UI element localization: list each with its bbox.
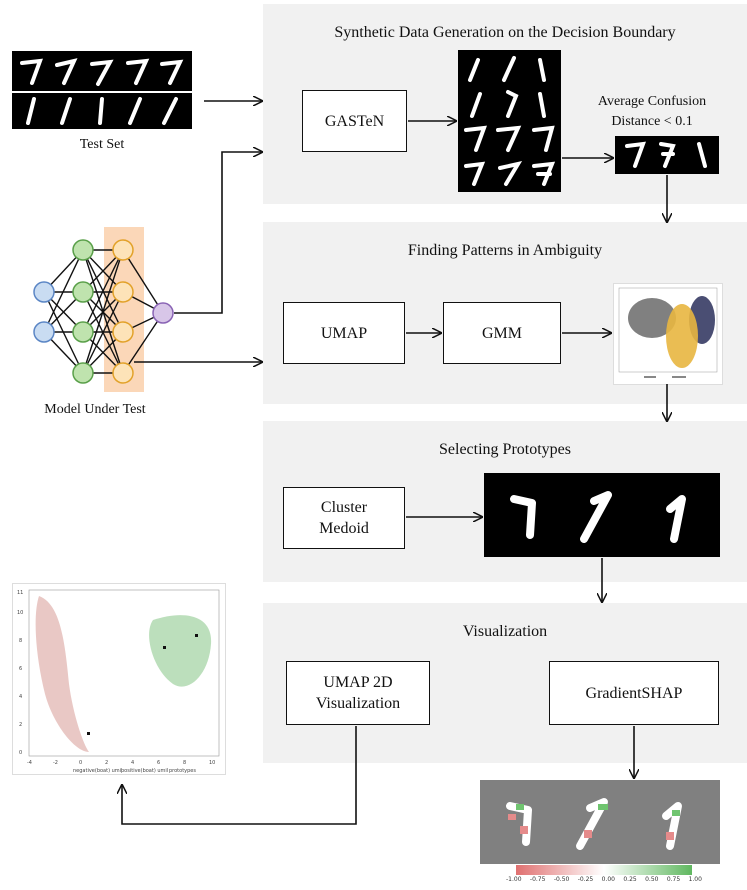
umap-box: UMAP	[283, 302, 405, 364]
gradientshap-label: GradientSHAP	[585, 684, 683, 702]
prototype-marker	[87, 732, 90, 735]
colorbar-tick: 0.75	[666, 876, 681, 883]
colorbar-tick: -1.00	[506, 876, 522, 883]
y-tick: 8	[19, 638, 22, 644]
input-node	[33, 281, 55, 303]
umap-2d-scatter-plot: -4 -2 0 2 4 6 8 10 11 10 8 6 4 2 0 negat…	[17, 589, 220, 774]
generation-title: Synthetic Data Generation on the Decisio…	[334, 24, 676, 41]
y-tick: 2	[19, 722, 22, 728]
gradientshap-box: GradientSHAP	[549, 661, 719, 725]
colorbar-tick: -0.75	[529, 876, 546, 883]
generated-samples-digits	[464, 56, 556, 186]
hidden-node	[72, 321, 94, 343]
gmm-label: GMM	[481, 324, 522, 342]
colorbar-tick: -0.50	[553, 876, 570, 883]
legend-entry: prototypes	[169, 768, 196, 774]
colorbar-tick: 0.50	[645, 876, 659, 883]
umap-2d-line2: Visualization	[315, 695, 401, 712]
colorbar	[516, 865, 692, 875]
umap-2d-line1: UMAP 2D	[323, 674, 393, 691]
hidden-node	[72, 362, 94, 384]
y-tick: 4	[19, 694, 22, 700]
gasten-box: GASTeN	[302, 90, 407, 152]
cluster-scatter-plot	[618, 287, 718, 378]
filtered-samples	[615, 136, 719, 174]
negative-cluster	[35, 596, 89, 752]
hidden-node	[112, 239, 134, 261]
hidden-node	[112, 321, 134, 343]
colorbar-tick: 1.00	[688, 876, 702, 883]
confusion-line2: Distance < 0.1	[611, 114, 693, 129]
gmm-box: GMM	[443, 302, 561, 364]
x-tick: 8	[183, 760, 186, 766]
x-tick: 4	[131, 760, 134, 766]
attribution-digits	[506, 798, 682, 850]
x-tick: 10	[209, 760, 215, 766]
cluster-yellow	[666, 304, 698, 368]
prototype-marker	[163, 646, 166, 649]
hidden-node	[112, 281, 134, 303]
y-tick: 6	[19, 666, 22, 672]
x-tick: -2	[53, 760, 58, 766]
x-tick: 6	[157, 760, 160, 766]
colorbar-tick: 0.00	[601, 876, 615, 883]
hidden-node	[72, 281, 94, 303]
legend-entry: positive(boat) umil	[121, 768, 168, 774]
test-set-label: Test Set	[79, 137, 125, 152]
arrow-model-to-generation	[174, 152, 262, 314]
y-tick: 0	[19, 750, 22, 756]
arrow-umap2d-to-scatter	[122, 726, 357, 825]
positive-cluster	[149, 615, 212, 687]
prototypes-title: Selecting Prototypes	[439, 441, 571, 458]
x-tick: -4	[27, 760, 32, 766]
model-under-test-label: Model Under Test	[44, 402, 146, 417]
colorbar-tick: 0.25	[623, 876, 637, 883]
test-set-row-sevens	[12, 51, 192, 91]
attribution-maps	[480, 780, 720, 864]
legend-entry: negative(boat) umil	[73, 768, 122, 774]
generated-samples-grid	[458, 50, 561, 192]
hidden-node	[112, 362, 134, 384]
y-tick: 11	[17, 590, 23, 596]
input-node	[33, 321, 55, 343]
filtered-samples-digits	[625, 141, 707, 168]
umap-label: UMAP	[320, 324, 368, 342]
cluster-medoid-line2: Medoid	[319, 520, 369, 537]
test-set-row-sevens-digits	[20, 58, 184, 86]
colorbar-tick: -0.25	[577, 876, 594, 883]
colorbar-ticks: -1.00 -0.75 -0.50 -0.25 0.00 0.25 0.50 0…	[506, 876, 702, 886]
test-set-row-ones	[12, 93, 192, 129]
cluster-medoid-box: Cluster Medoid	[283, 487, 405, 549]
hidden-node	[72, 239, 94, 261]
confusion-distance-label: Average Confusion Distance < 0.1	[587, 92, 717, 132]
visualization-title: Visualization	[462, 623, 548, 640]
prototype-digits	[510, 491, 686, 543]
prototype-marker	[195, 634, 198, 637]
cluster-gray	[628, 298, 676, 338]
umap-2d-box: UMAP 2D Visualization	[286, 661, 430, 725]
output-node	[152, 302, 174, 324]
test-set-row-ones-digits	[26, 97, 178, 125]
prototype-images	[484, 473, 720, 557]
x-tick: 2	[105, 760, 108, 766]
cluster-scatter	[613, 283, 723, 385]
x-tick: 0	[79, 760, 82, 766]
cluster-medoid-line1: Cluster	[320, 499, 368, 516]
confusion-line1: Average Confusion	[597, 94, 707, 109]
y-tick: 10	[17, 610, 23, 616]
patterns-title: Finding Patterns in Ambiguity	[407, 242, 603, 259]
umap-2d-scatter: -4 -2 0 2 4 6 8 10 11 10 8 6 4 2 0 negat…	[12, 583, 226, 775]
